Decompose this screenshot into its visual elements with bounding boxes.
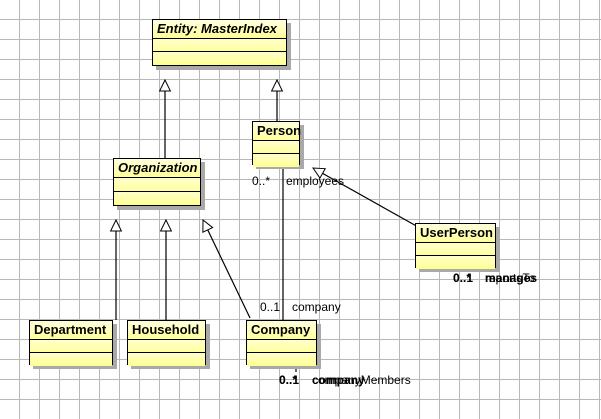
association-label-userperson-multiplicity-a: 0..1 [453,271,474,285]
class-name-organization: Organization [114,159,200,178]
class-box-household[interactable]: Household [127,320,206,366]
class-attributes-organization [114,178,200,192]
class-box-company[interactable]: Company [246,320,317,366]
association-label-company-members-multiplicity-a: 0..1 [279,373,300,387]
class-operations-household [128,353,205,366]
class-operations-person [253,154,299,167]
association-label-company-multiplicity: 0..1 [260,300,281,314]
association-label-employees-role: employees [286,174,345,188]
class-attributes-department [30,340,112,353]
association-label-userperson-role-manages: manages [485,271,538,285]
class-box-entity-masterindex[interactable]: Entity: MasterIndex [152,19,287,66]
class-attributes-household [128,340,205,353]
association-label-company-members-role-b: companyMembers [312,373,411,387]
class-operations-entity-masterindex [153,52,286,65]
class-name-entity-masterindex: Entity: MasterIndex [153,20,286,39]
association-label-company-role: company [292,300,341,314]
class-operations-organization [114,192,200,205]
class-name-userperson: UserPerson [416,224,495,243]
association-label-userperson-multiplicity-b: 0..* [453,271,472,285]
class-attributes-entity-masterindex [153,39,286,52]
class-box-organization[interactable]: Organization [113,158,201,206]
class-operations-department [30,353,112,366]
class-name-company: Company [247,321,316,340]
class-attributes-company [247,340,316,353]
generalization-company-to-organization [202,218,251,319]
class-name-department: Department [30,321,112,340]
class-box-person[interactable]: Person [252,121,301,167]
class-box-userperson[interactable]: UserPerson [415,223,496,269]
class-operations-userperson [416,256,495,269]
class-attributes-userperson [416,243,495,256]
class-name-person: Person [253,122,301,141]
class-box-department[interactable]: Department [29,320,113,366]
class-attributes-person [253,141,299,154]
association-label-company-members-multiplicity-b: 0..* [279,373,298,387]
association-label-employees-multiplicity: 0..* [252,174,271,188]
association-label-company-members-role-a: company [312,373,365,387]
class-operations-company [247,353,316,366]
class-name-household: Household [128,321,205,340]
association-label-userperson-role-reportsto: reportsTo [485,271,536,285]
